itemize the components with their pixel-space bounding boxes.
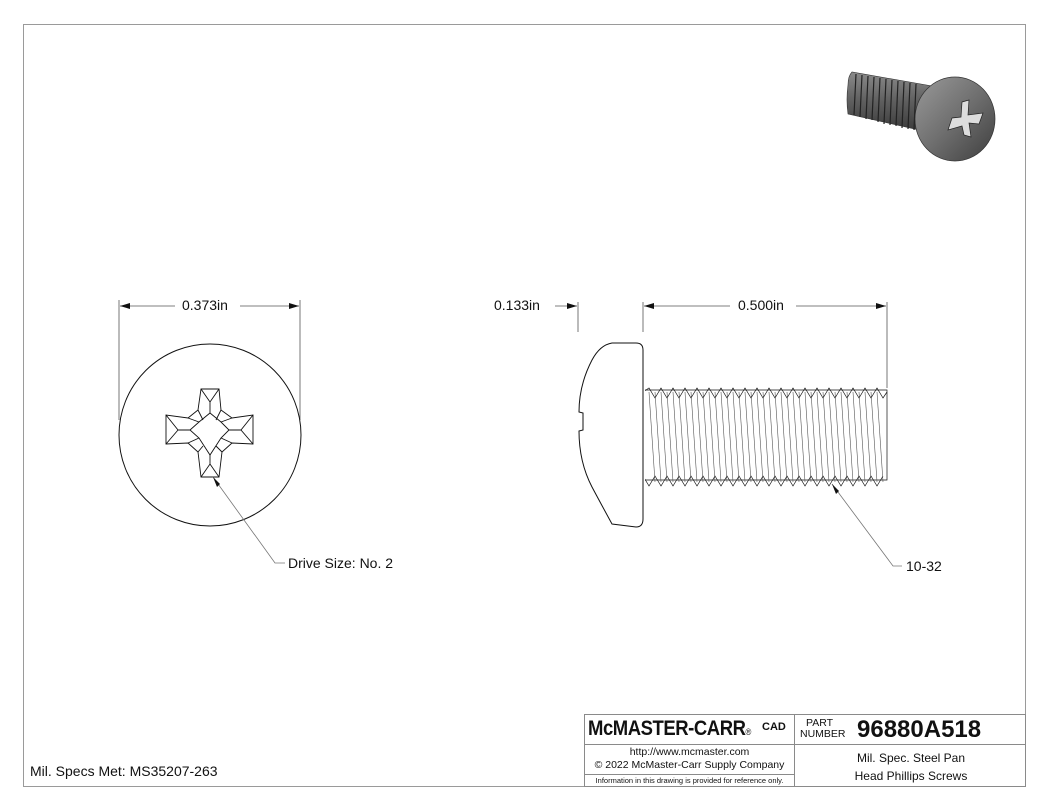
title-block-divider — [585, 774, 794, 775]
front-view — [118, 300, 302, 564]
part-number: 96880A518 — [857, 716, 982, 743]
title-block: McMASTER-CARR® CAD http://www.mcmaster.c… — [584, 714, 1026, 787]
cad-axis-icon: CAD — [762, 721, 786, 733]
drive-size-callout: Drive Size: No. 2 — [288, 555, 394, 571]
mcmaster-logo: McMASTER-CARR® — [588, 717, 751, 741]
cad-mark: CAD — [762, 721, 786, 733]
diameter-dimension: 0.373in — [179, 297, 231, 313]
part-label-line-1: PART — [806, 717, 834, 729]
description-line-1: Mil. Spec. Steel Pan — [856, 751, 966, 765]
title-block-divider — [794, 715, 795, 786]
disclaimer-text: Information in this drawing is provided … — [595, 776, 784, 785]
title-block-divider — [585, 744, 1025, 745]
thread-size-callout: 10-32 — [906, 558, 942, 574]
logo-text: McMASTER-CARR — [588, 717, 746, 740]
description-line-2: Head Phillips Screws — [854, 769, 968, 783]
website-url: http://www.mcmaster.com — [629, 746, 750, 758]
copyright-text: © 2022 McMaster-Carr Supply Company — [594, 759, 785, 771]
part-label-line-2: NUMBER — [800, 727, 846, 740]
mil-specs-note: Mil. Specs Met: MS35207-263 — [30, 763, 218, 779]
length-dimension: 0.500in — [735, 297, 787, 313]
side-view — [555, 302, 902, 567]
registered-mark: ® — [745, 727, 752, 737]
isometric-view — [846, 71, 996, 162]
drawing-frame — [23, 24, 1026, 787]
head-height-dimension: 0.133in — [491, 297, 543, 313]
